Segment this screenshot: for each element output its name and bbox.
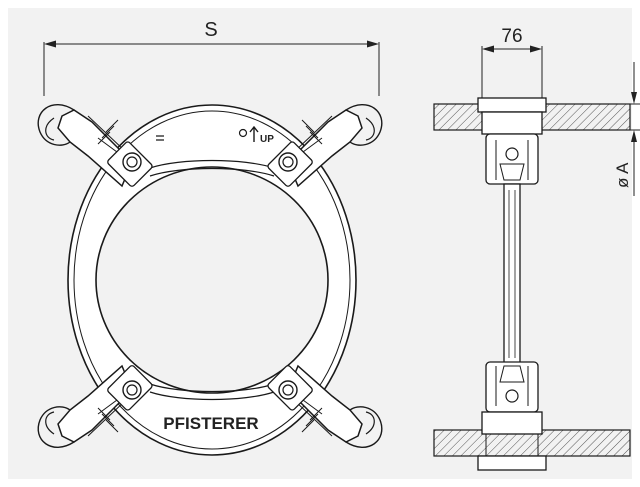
bottom-clamp bbox=[477, 361, 547, 471]
brand-label: PFISTERER bbox=[163, 414, 258, 433]
inner-opening bbox=[95, 166, 329, 394]
span-dimension: S bbox=[43, 19, 380, 96]
width-dimension: 76 bbox=[481, 26, 543, 98]
front-view: S UP PFISTERER bbox=[37, 19, 383, 456]
diameter-label: ø A bbox=[613, 162, 632, 188]
span-label: S bbox=[204, 19, 217, 41]
diameter-dimension: ø A bbox=[613, 62, 640, 196]
up-label: UP bbox=[260, 134, 274, 145]
connecting-rod bbox=[503, 183, 521, 365]
up-marker: UP bbox=[238, 125, 274, 145]
width-label: 76 bbox=[501, 26, 522, 47]
side-view: 76 ø A bbox=[433, 26, 640, 471]
top-clamp bbox=[477, 97, 547, 185]
